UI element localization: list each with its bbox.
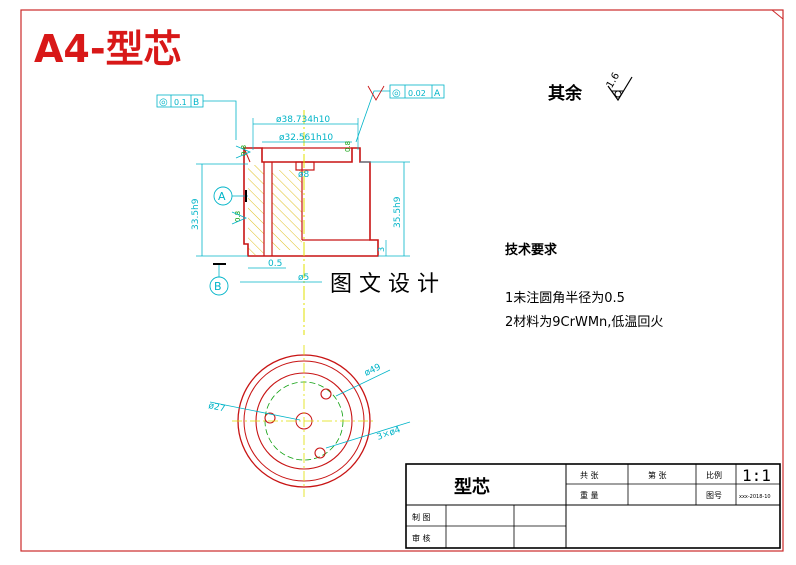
dim-inner-diameter: ø32.561h10 — [279, 133, 333, 143]
plan-hole-bottom — [314, 447, 326, 459]
tol-datum-left: B — [193, 98, 199, 108]
plan-hole-top — [320, 388, 332, 400]
concentricity-icon-left: ◎ — [159, 97, 168, 108]
front-view: ø38.734h10 ø32.561h10 ø8 33.5h9 35.5h9 3… — [156, 84, 445, 335]
roughness-left-top: 0.8 — [240, 145, 248, 156]
dim-bottom-5: ø5 — [298, 273, 309, 283]
corner-trim-tr — [771, 9, 784, 20]
roughness-right-flag: 0.8 — [344, 141, 352, 152]
dim-plan-49: ø49 — [363, 362, 383, 378]
tol-datum-right: A — [434, 89, 441, 99]
sheet-border — [20, 9, 784, 552]
title-scale-value: 1:1 — [742, 466, 771, 485]
title-block: 型芯 共 张 第 张 比例 1:1 重 量 图号 xxx-2018-10 制 图… — [405, 463, 781, 549]
roughness-mark-left-mid — [231, 211, 248, 225]
leader-49 — [335, 369, 391, 397]
plan-view: ø49 ø27 3×ø4 — [207, 345, 411, 497]
tech-req-item-2: 2材料为9CrWMn,低温回火 — [505, 315, 663, 330]
title-label-page: 第 张 — [648, 470, 667, 480]
title-drawing-no: xxx-2018-10 — [739, 494, 771, 500]
dim-outer-diameter: ø38.734h10 — [276, 115, 330, 125]
plan-hole-left — [264, 412, 276, 424]
concentricity-icon-right: ◎ — [392, 88, 401, 99]
title-label-count: 共 张 — [580, 471, 599, 480]
leader-holes — [325, 421, 411, 449]
dim-small-diameter: ø8 — [298, 170, 310, 180]
dim-plan-27: ø27 — [207, 401, 226, 414]
dim-left-height: 33.5h9 — [191, 198, 201, 230]
roughness-mark-left-top — [235, 145, 252, 159]
roughness-value: 1.6 — [605, 71, 622, 90]
sheet-title: A4-型芯 — [34, 27, 182, 71]
title-part-name: 型芯 — [454, 476, 490, 498]
tolerance-frame-left: ◎ 0.1 B — [156, 94, 237, 140]
dim-plan-holes: 3×ø4 — [376, 425, 403, 443]
pin-hole — [295, 161, 315, 171]
leader-27 — [209, 401, 301, 421]
datum-b-circle — [209, 276, 229, 296]
tech-req-item-1: 1未注圆角半径为0.5 — [505, 291, 625, 306]
dim-right-height: 35.5h9 — [393, 196, 403, 228]
datum-b-label: B — [214, 280, 222, 293]
title-label-reviewed: 审 核 — [412, 533, 431, 543]
tech-req-heading: 技术要求 — [505, 242, 558, 258]
datum-a-circle — [213, 186, 233, 206]
tol-value-right: 0.02 — [408, 89, 426, 98]
watermark-bg — [322, 266, 472, 296]
datum-a-label: A — [218, 190, 226, 203]
tol-value-left: 0.1 — [174, 98, 187, 107]
section-hatch-mid — [272, 170, 302, 250]
dim-right-small: 3 — [377, 247, 386, 252]
tolerance-frame-right: ◎ 0.02 A — [355, 84, 445, 143]
title-label-drawing-no: 图号 — [706, 491, 722, 500]
roughness-left-mid: 0.8 — [234, 211, 242, 222]
title-label-scale: 比例 — [706, 470, 722, 480]
section-hatch-left — [248, 165, 264, 255]
roughness-symbol: 1.6 — [605, 71, 633, 102]
title-label-drawn: 制 图 — [412, 512, 431, 522]
dim-bottom-05: 0.5 — [268, 259, 282, 269]
chamfer-left — [243, 147, 251, 163]
watermark-text: 图 文 设 计 — [330, 272, 439, 297]
title-label-weight: 重 量 — [580, 490, 599, 500]
surface-note: 其余 — [548, 83, 583, 104]
